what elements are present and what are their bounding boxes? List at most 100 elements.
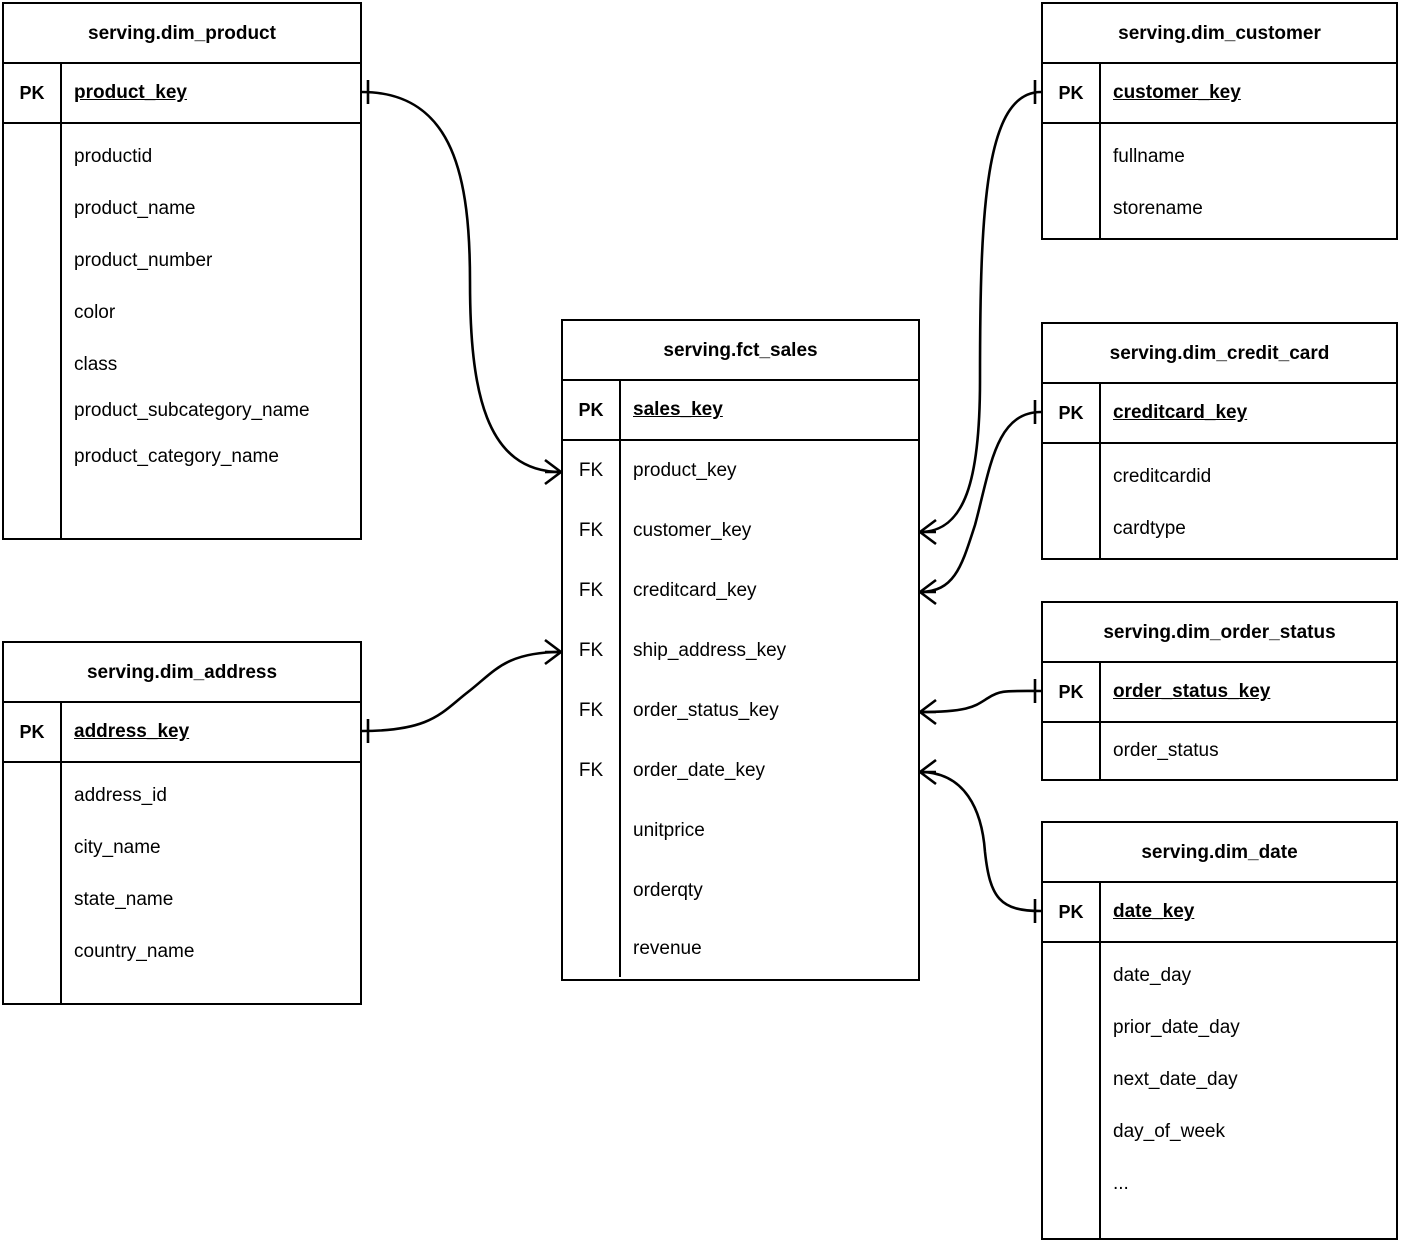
pk-field-creditcard-key: creditcard_key bbox=[1113, 402, 1248, 423]
key-column-blank bbox=[4, 763, 62, 1003]
attribute-row: address_id bbox=[74, 785, 167, 806]
entity-title-fct-sales: serving.fct_sales bbox=[563, 321, 918, 381]
crowsfoot-address bbox=[544, 638, 562, 666]
fk-row-order-date-key[interactable]: FK order_date_key bbox=[563, 741, 918, 801]
pk-field-sales-key: sales_key bbox=[633, 399, 723, 420]
pk-field-customer-key: customer_key bbox=[1113, 82, 1241, 103]
fk-field-customer-key: customer_key bbox=[633, 520, 752, 541]
fk-row-customer-key[interactable]: FK customer_key bbox=[563, 501, 918, 561]
attribute-list: productid product_name product_number co… bbox=[62, 124, 360, 538]
relationship-order-status bbox=[919, 679, 1042, 726]
pk-field-address-key: address_key bbox=[74, 721, 190, 742]
attribute-row: next_date_day bbox=[1113, 1069, 1238, 1090]
attribute-row: day_of_week bbox=[1113, 1121, 1225, 1142]
attribute-row: state_name bbox=[74, 889, 174, 910]
entity-dim-customer[interactable]: serving.dim_customer PK customer_key ful… bbox=[1041, 2, 1398, 240]
fk-badge: FK bbox=[563, 561, 621, 621]
pk-badge: PK bbox=[1043, 883, 1101, 941]
pk-badge: PK bbox=[563, 381, 621, 439]
crowsfoot-product bbox=[544, 458, 562, 486]
fk-badge: FK bbox=[563, 741, 621, 801]
fk-badge: FK bbox=[563, 621, 621, 681]
fk-row-product-key[interactable]: FK product_key bbox=[563, 441, 918, 501]
entity-dim-address[interactable]: serving.dim_address PK address_key addre… bbox=[2, 641, 362, 1005]
attribute-row: cardtype bbox=[1113, 518, 1186, 539]
pk-badge: PK bbox=[4, 703, 62, 761]
pk-row-fct-sales[interactable]: PK sales_key bbox=[563, 381, 918, 441]
pk-field-product-key: product_key bbox=[74, 82, 187, 103]
attribute-row: storename bbox=[1113, 198, 1203, 219]
pk-row-dim-address[interactable]: PK address_key bbox=[4, 703, 360, 763]
attribute-block-dim-date: date_day prior_date_day next_date_day da… bbox=[1043, 943, 1396, 1238]
measure-field-orderqty: orderqty bbox=[633, 880, 703, 901]
key-column-blank bbox=[1043, 444, 1101, 558]
pk-row-dim-date[interactable]: PK date_key bbox=[1043, 883, 1396, 943]
attribute-row: country_name bbox=[74, 941, 195, 962]
attribute-list: order_status bbox=[1101, 723, 1396, 779]
attribute-row: fullname bbox=[1113, 146, 1185, 167]
key-column-blank bbox=[563, 921, 621, 977]
attribute-row: prior_date_day bbox=[1113, 1017, 1240, 1038]
attribute-row: productid bbox=[74, 146, 153, 167]
attribute-row: city_name bbox=[74, 837, 161, 858]
attribute-row: product_name bbox=[74, 198, 196, 219]
pk-field-order-status-key: order_status_key bbox=[1113, 681, 1271, 702]
entity-dim-order-status[interactable]: serving.dim_order_status PK order_status… bbox=[1041, 601, 1398, 781]
fk-badge: FK bbox=[563, 441, 621, 501]
crowsfoot-date bbox=[919, 758, 937, 786]
attribute-row: product_subcategory_name bbox=[74, 400, 310, 421]
pk-row-dim-order-status[interactable]: PK order_status_key bbox=[1043, 663, 1396, 723]
attribute-block-dim-product: productid product_name product_number co… bbox=[4, 124, 360, 538]
attribute-block-dim-credit-card: creditcardid cardtype bbox=[1043, 444, 1396, 558]
attribute-row-ellipsis: ... bbox=[1113, 1173, 1129, 1194]
relationship-date bbox=[919, 758, 1042, 923]
entity-fct-sales[interactable]: serving.fct_sales PK sales_key FK produc… bbox=[561, 319, 920, 981]
measure-row-revenue: revenue bbox=[563, 921, 918, 977]
fk-badge: FK bbox=[563, 681, 621, 741]
attribute-row: date_day bbox=[1113, 965, 1192, 986]
attribute-block-dim-address: address_id city_name state_name country_… bbox=[4, 763, 360, 1003]
fk-row-order-status-key[interactable]: FK order_status_key bbox=[563, 681, 918, 741]
attribute-list: fullname storename bbox=[1101, 124, 1396, 238]
measure-field-revenue: revenue bbox=[633, 938, 702, 959]
entity-dim-product[interactable]: serving.dim_product PK product_key produ… bbox=[2, 2, 362, 540]
entity-title-dim-date: serving.dim_date bbox=[1043, 823, 1396, 883]
pk-badge: PK bbox=[4, 64, 62, 122]
attribute-row: creditcardid bbox=[1113, 466, 1212, 487]
fk-field-order-status-key: order_status_key bbox=[633, 700, 779, 721]
entity-dim-date[interactable]: serving.dim_date PK date_key date_day pr… bbox=[1041, 821, 1398, 1240]
entity-title-dim-customer: serving.dim_customer bbox=[1043, 4, 1396, 64]
attribute-list: creditcardid cardtype bbox=[1101, 444, 1396, 558]
attribute-row: color bbox=[74, 302, 116, 323]
attribute-list: date_day prior_date_day next_date_day da… bbox=[1101, 943, 1396, 1238]
attribute-block-dim-customer: fullname storename bbox=[1043, 124, 1396, 238]
key-column-blank bbox=[563, 861, 621, 921]
fk-row-creditcard-key[interactable]: FK creditcard_key bbox=[563, 561, 918, 621]
attribute-row: class bbox=[74, 354, 118, 375]
attribute-block-dim-order-status: order_status bbox=[1043, 723, 1396, 779]
fk-field-product-key: product_key bbox=[633, 460, 737, 481]
attribute-row: product_number bbox=[74, 250, 213, 271]
measure-row-orderqty: orderqty bbox=[563, 861, 918, 921]
relationship-customer bbox=[919, 80, 1042, 546]
pk-badge: PK bbox=[1043, 384, 1101, 442]
pk-row-dim-product[interactable]: PK product_key bbox=[4, 64, 360, 124]
fk-field-ship-address-key: ship_address_key bbox=[633, 640, 787, 661]
measure-field-unitprice: unitprice bbox=[633, 820, 705, 841]
attribute-row: order_status bbox=[1113, 740, 1219, 761]
fk-field-order-date-key: order_date_key bbox=[633, 760, 766, 781]
attribute-list: address_id city_name state_name country_… bbox=[62, 763, 360, 1003]
entity-title-dim-credit-card: serving.dim_credit_card bbox=[1043, 324, 1396, 384]
pk-row-dim-customer[interactable]: PK customer_key bbox=[1043, 64, 1396, 124]
crowsfoot-customer bbox=[919, 518, 937, 546]
pk-row-dim-credit-card[interactable]: PK creditcard_key bbox=[1043, 384, 1396, 444]
entity-title-dim-product: serving.dim_product bbox=[4, 4, 360, 64]
relationship-product bbox=[361, 80, 562, 486]
fk-field-creditcard-key: creditcard_key bbox=[633, 580, 757, 601]
entity-dim-credit-card[interactable]: serving.dim_credit_card PK creditcard_ke… bbox=[1041, 322, 1398, 560]
relationship-address bbox=[361, 638, 562, 743]
fk-row-ship-address-key[interactable]: FK ship_address_key bbox=[563, 621, 918, 681]
pk-badge: PK bbox=[1043, 64, 1101, 122]
